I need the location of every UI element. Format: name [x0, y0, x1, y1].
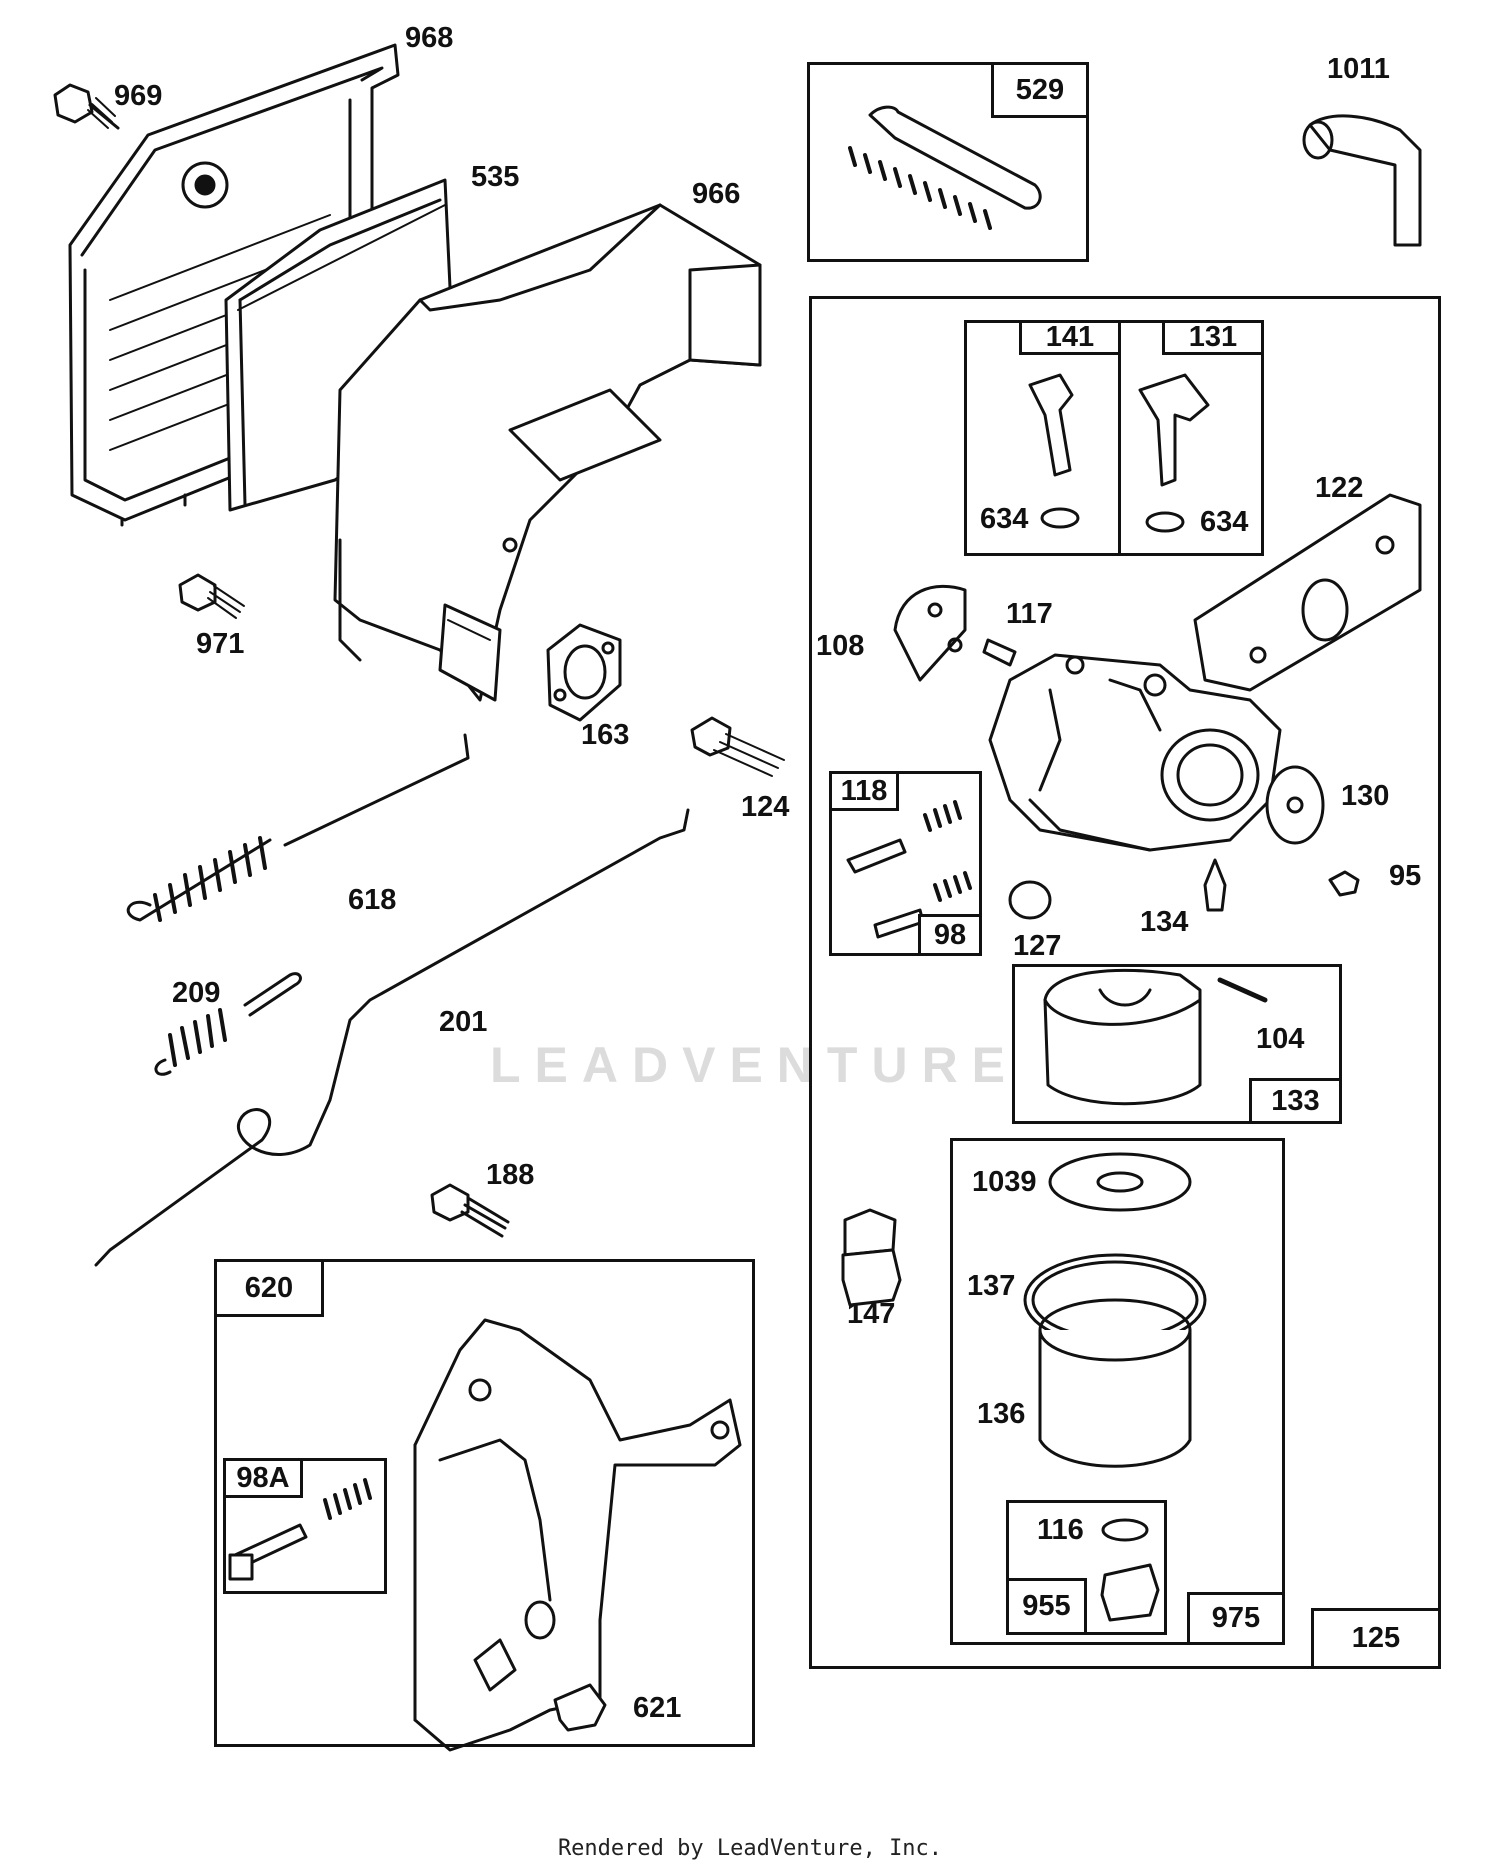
- kit-box-620: [214, 1259, 755, 1747]
- box-label-98a: 98A: [223, 1458, 303, 1498]
- part-label-966: 966: [692, 178, 741, 210]
- spring-618-drawing: [126, 733, 470, 922]
- part-label-618: 618: [348, 884, 397, 916]
- gasket-163-drawing: [546, 623, 622, 722]
- pin-117-drawing: [982, 638, 1017, 667]
- float-133-drawing: [1043, 968, 1268, 1106]
- part-label-1039: 1039: [972, 1166, 1037, 1198]
- part-label-136: 136: [977, 1398, 1026, 1430]
- box-label-141: 141: [1019, 320, 1121, 355]
- part-label-95: 95: [1389, 860, 1422, 892]
- watermark: LEADVENTURE: [490, 1037, 1020, 1093]
- part-label-188: 188: [486, 1159, 535, 1191]
- air-cleaner-base-drawing: [333, 203, 762, 702]
- box-label-975: 975: [1187, 1592, 1285, 1645]
- bowl-136-drawing: [1038, 1328, 1192, 1468]
- screw-124-drawing: [690, 716, 785, 777]
- valve-131-drawing: [1138, 373, 1210, 533]
- kit-box-98a: [223, 1458, 387, 1594]
- box-label-133: 133: [1249, 1078, 1342, 1124]
- washer-116-drawing: [1101, 1518, 1149, 1542]
- part-label-137: 137: [967, 1270, 1016, 1302]
- kit-box-975: [950, 1138, 1285, 1645]
- kit-box-125: [809, 296, 1441, 1669]
- part-label-124: 124: [741, 791, 790, 823]
- gasket-1039-drawing: [1048, 1152, 1192, 1212]
- part-label-116: 116: [1037, 1514, 1084, 1546]
- part-label-122: 122: [1315, 472, 1364, 504]
- footer-credit: Rendered by LeadVenture, Inc.: [557, 1836, 943, 1861]
- screw-188-drawing: [430, 1183, 510, 1238]
- kit-98a-drawing: [228, 1478, 372, 1581]
- fitting-147-drawing: [841, 1208, 902, 1307]
- part-label-201: 201: [439, 1006, 488, 1038]
- part-label-634-right: 634: [1200, 506, 1249, 538]
- part-label-634-left: 634: [980, 503, 1029, 535]
- bracket-620-drawing: [413, 1318, 742, 1752]
- box-label-118: 118: [829, 771, 899, 811]
- box-label-529: 529: [991, 62, 1089, 118]
- part-label-209: 209: [172, 977, 221, 1009]
- governor-link-drawing: [94, 808, 690, 1267]
- part-label-969: 969: [114, 80, 163, 112]
- box-label-125: 125: [1311, 1608, 1441, 1669]
- plate-108-drawing: [893, 584, 967, 682]
- part-label-108: 108: [816, 630, 865, 662]
- kit-box-529: [807, 62, 1089, 262]
- part-label-117: 117: [1006, 598, 1053, 630]
- part-label-134: 134: [1140, 906, 1189, 938]
- part-label-163: 163: [581, 719, 630, 751]
- box-label-955: 955: [1006, 1578, 1087, 1635]
- carburetor-drawing: [988, 653, 1282, 852]
- part-label-968: 968: [405, 22, 454, 54]
- kit-box-118: [829, 771, 982, 956]
- box-label-620: 620: [214, 1259, 324, 1317]
- needle-141-drawing: [1028, 373, 1080, 529]
- spacer-122-drawing: [1193, 493, 1422, 692]
- kit-box-133: [1012, 964, 1342, 1124]
- kit-529-drawing: [848, 105, 1042, 230]
- part-label-1011: 1011: [1327, 53, 1390, 85]
- screw-95-drawing: [1328, 870, 1360, 897]
- part-label-147: 147: [847, 1298, 896, 1330]
- screw-971-drawing: [178, 573, 245, 619]
- part-label-971: 971: [196, 628, 245, 660]
- part-label-127: 127: [1013, 930, 1062, 962]
- box-label-131: 131: [1162, 320, 1264, 355]
- needle-134-drawing: [1203, 858, 1227, 912]
- spring-209-drawing: [154, 972, 302, 1076]
- box-label-98: 98: [918, 914, 982, 956]
- screw-955-drawing: [1100, 1563, 1160, 1622]
- disk-130-drawing: [1265, 765, 1325, 845]
- part-label-104: 104: [1256, 1023, 1305, 1055]
- hose-1011-drawing: [1302, 114, 1422, 247]
- screw-969-drawing: [53, 83, 120, 130]
- disc-127-drawing: [1008, 880, 1052, 920]
- part-label-535: 535: [471, 161, 520, 193]
- part-label-130: 130: [1341, 780, 1390, 812]
- clip-621-drawing: [553, 1683, 607, 1732]
- part-label-621: 621: [633, 1692, 682, 1724]
